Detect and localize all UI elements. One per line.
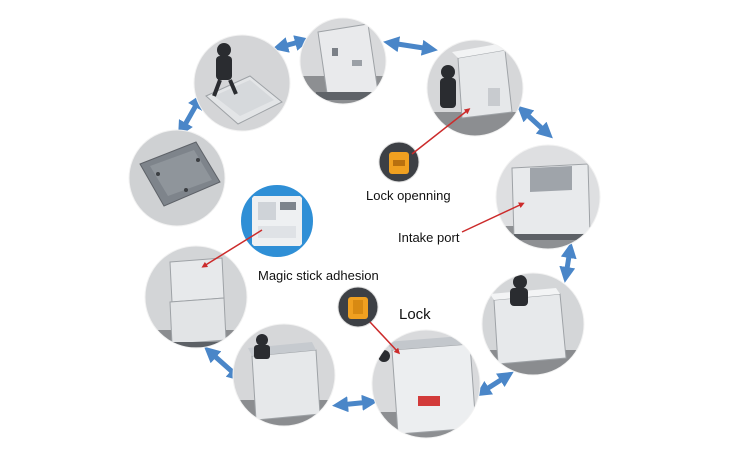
pointer-lock-opening: [411, 108, 471, 155]
arrow-left-upper: [178, 93, 203, 137]
arrow-right-upper: [517, 105, 553, 139]
pointer-magic-stick: [201, 229, 263, 268]
photo-step-lock-lid: [372, 330, 480, 438]
photo-step-unfold-base: [194, 35, 290, 131]
label-lock-opening: Lock openning: [366, 188, 451, 203]
photo-step-folded-base: [129, 130, 225, 226]
padlock-open-icon: [379, 142, 419, 182]
photo-step-unfold-panel: [300, 18, 386, 104]
label-intake-port: Intake port: [398, 230, 460, 245]
arrow-bottom: [332, 394, 378, 413]
arrow-left-lower: [204, 346, 243, 382]
photo-step-intake-port: [496, 145, 600, 249]
arrow-top-left: [272, 35, 311, 53]
arrow-right-middle: [559, 242, 577, 283]
photo-step-assemble-box: [482, 273, 584, 375]
photo-step-finished-box: [233, 324, 335, 426]
padlock-icon: [338, 287, 378, 327]
callout-pointers: [201, 108, 525, 355]
pointer-lock: [369, 321, 401, 355]
photo-step-raise-walls: [427, 40, 523, 136]
label-lock: Lock: [399, 306, 431, 323]
label-magic-stick-adhesion: Magic stick adhesion: [258, 268, 379, 283]
photo-step-stacked-boxes: [145, 246, 247, 348]
cycle-arrows: [178, 35, 577, 413]
arrow-right-lower: [475, 371, 514, 397]
arrow-top-right: [383, 36, 438, 56]
velcro-panel-icon: [242, 186, 312, 256]
pointer-intake-port: [461, 202, 525, 233]
